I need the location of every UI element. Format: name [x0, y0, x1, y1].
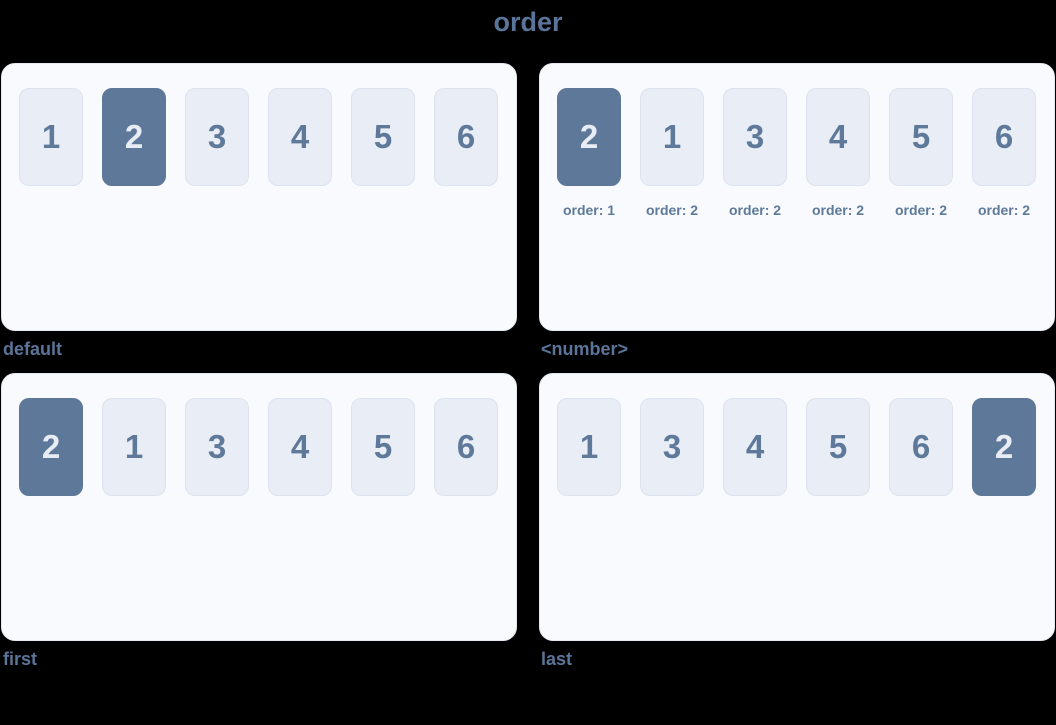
order-value-label: order: 2	[645, 202, 699, 218]
page-title: order	[493, 7, 563, 37]
flex-container-first: 2 1 3 4 5 6	[1, 373, 517, 641]
panel-caption-number: <number>	[541, 339, 629, 359]
flex-item: 5	[806, 398, 870, 496]
flex-item: 3	[185, 398, 249, 496]
flex-container-number: 2 order: 1 1 order: 2 3 order: 2 4 order…	[539, 63, 1055, 331]
flex-item: 1	[640, 88, 704, 186]
panel-caption-last: last	[541, 649, 573, 669]
demo-cell-last: 1 3 4 5 6 2 last	[539, 373, 1055, 670]
order-value-label: order: 2	[977, 202, 1031, 218]
flex-item-highlighted: 2	[19, 398, 83, 496]
flex-item: 6	[889, 398, 953, 496]
flex-item: 6	[434, 398, 498, 496]
flex-item: 1	[557, 398, 621, 496]
flex-item: 6	[972, 88, 1036, 186]
flex-item-with-order: 5 order: 2	[889, 88, 953, 218]
order-value-label: order: 2	[894, 202, 948, 218]
flex-item-highlighted: 2	[557, 88, 621, 186]
flex-item: 6	[434, 88, 498, 186]
panel-caption-default: default	[3, 339, 63, 359]
flex-item-with-order: 2 order: 1	[557, 88, 621, 218]
flex-item: 3	[185, 88, 249, 186]
flex-item: 5	[889, 88, 953, 186]
flex-item: 3	[723, 88, 787, 186]
flex-item: 5	[351, 88, 415, 186]
items-row: 1 2 3 4 5 6	[19, 88, 500, 186]
flex-item: 4	[268, 398, 332, 496]
flex-item: 4	[806, 88, 870, 186]
items-row: 2 1 3 4 5 6	[19, 398, 500, 496]
order-value-label: order: 2	[811, 202, 865, 218]
demo-cell-number: 2 order: 1 1 order: 2 3 order: 2 4 order…	[539, 63, 1055, 360]
flex-item: 3	[640, 398, 704, 496]
flex-container-last: 1 3 4 5 6 2	[539, 373, 1055, 641]
items-row: 2 order: 1 1 order: 2 3 order: 2 4 order…	[557, 88, 1038, 218]
panel-caption-first: first	[3, 649, 38, 669]
demo-cell-default: 1 2 3 4 5 6 default	[1, 63, 517, 360]
flex-item-highlighted: 2	[972, 398, 1036, 496]
flex-item: 4	[268, 88, 332, 186]
flex-item-with-order: 3 order: 2	[723, 88, 787, 218]
flex-item: 5	[351, 398, 415, 496]
demo-cell-first: 2 1 3 4 5 6 first	[1, 373, 517, 670]
flex-item-with-order: 4 order: 2	[806, 88, 870, 218]
order-value-label: order: 2	[728, 202, 782, 218]
flex-item-highlighted: 2	[102, 88, 166, 186]
flex-container-default: 1 2 3 4 5 6	[1, 63, 517, 331]
order-value-label: order: 1	[562, 202, 616, 218]
items-row: 1 3 4 5 6 2	[557, 398, 1038, 496]
flex-item-with-order: 6 order: 2	[972, 88, 1036, 218]
flex-item-with-order: 1 order: 2	[640, 88, 704, 218]
flex-item: 4	[723, 398, 787, 496]
flex-item: 1	[19, 88, 83, 186]
demo-grid: 1 2 3 4 5 6 default 2 order: 1 1 order: …	[1, 63, 1056, 670]
flex-item: 1	[102, 398, 166, 496]
